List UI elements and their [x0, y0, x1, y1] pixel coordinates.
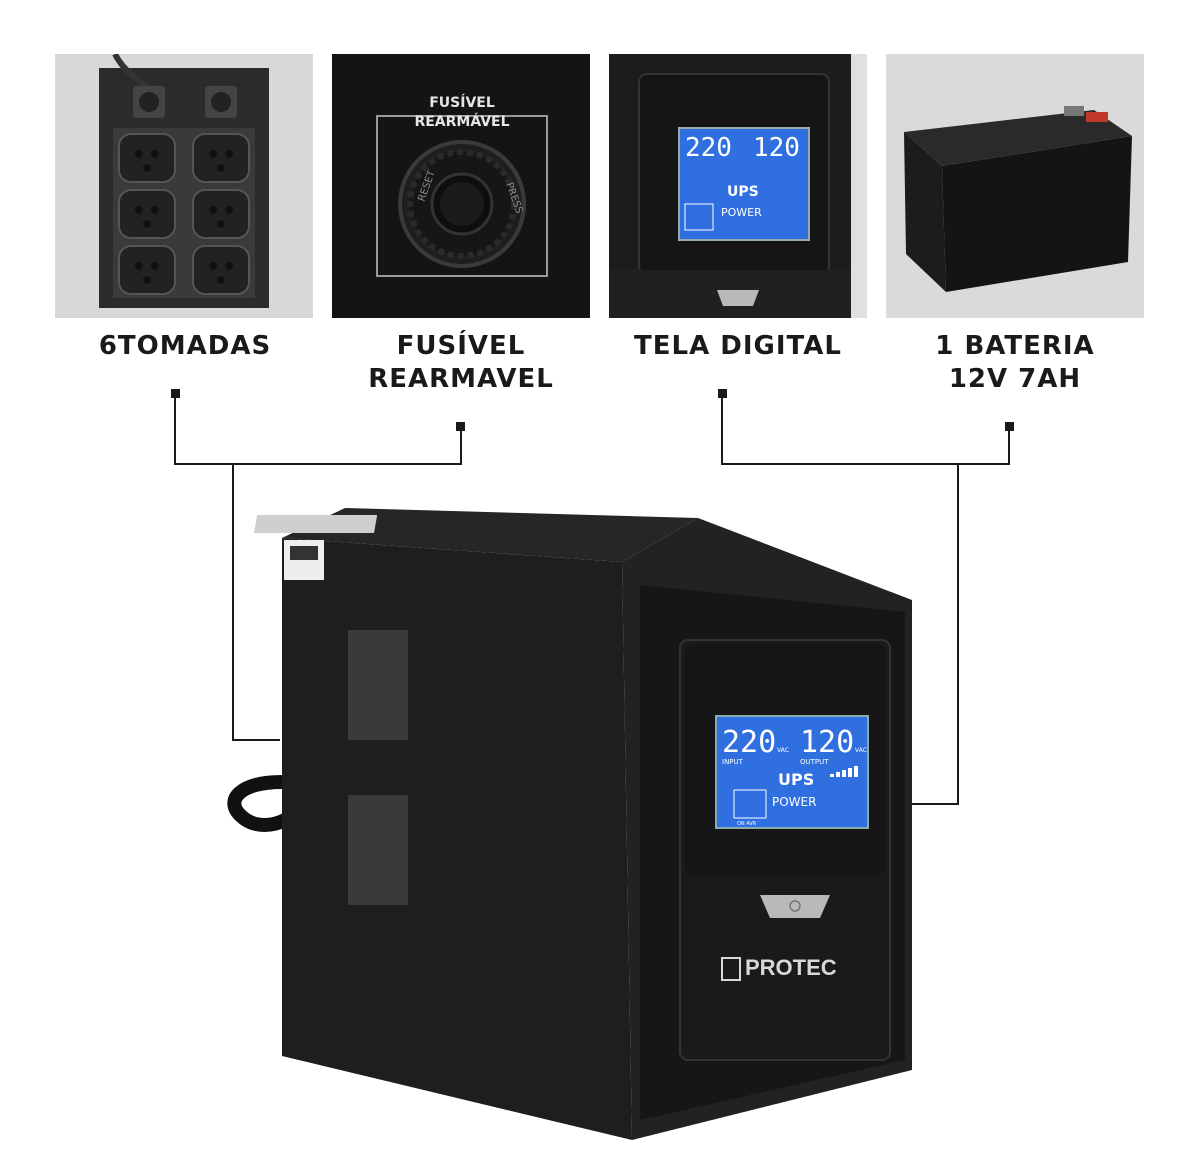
resettable-fuse-icon: FUSÍVEL REARMÁVEL RESET PRESS [332, 54, 590, 318]
thumb-outlets [55, 54, 313, 318]
brand-logo: PROTEC [745, 955, 837, 980]
caption-display: TELA DIGITAL [634, 331, 842, 361]
lcd-output-value: 120 [800, 725, 854, 760]
lcd-load-bars-icon [830, 766, 858, 777]
lcd-mode-line1: UPS [778, 770, 814, 789]
connector-dot-outlets [171, 389, 180, 398]
power-button [760, 895, 830, 918]
lcd-input-unit: VAC [777, 747, 789, 754]
caption-fuse: FUSÍVEL REARMAVEL [368, 331, 554, 394]
fuse-label-line2: REARMÁVEL [414, 113, 509, 130]
power-outlets-panel-icon [55, 54, 313, 318]
lcd-input-value: 220 [722, 725, 776, 760]
thumb-battery [886, 54, 1144, 318]
power-icon [789, 900, 801, 912]
connector-dot-display [718, 389, 727, 398]
lcd-display-icon: 220 120 UPS POWER [609, 54, 867, 318]
lcd-status: ON AVR [737, 821, 757, 827]
lcd-status-box [733, 789, 767, 819]
brand-mark-icon [721, 957, 741, 981]
battery-icon [886, 54, 1144, 318]
caption-battery: 1 BATERIA 12V 7AH [935, 331, 1095, 394]
connector-dot-fuse [456, 422, 465, 431]
fuse-label-line1: FUSÍVEL [429, 94, 495, 111]
thumb-lcd-output-value: 120 [753, 133, 800, 163]
thumb-lcd-mode-line1: UPS [727, 184, 759, 200]
thumb-fuse: FUSÍVEL REARMÁVEL RESET PRESS [332, 54, 590, 318]
thumb-display: 220 120 UPS POWER [609, 54, 867, 318]
lcd-output-label: OUTPUT [800, 758, 829, 766]
caption-outlets: 6TOMADAS [98, 331, 272, 361]
side-vents [348, 630, 408, 905]
lcd-input-label: INPUT [722, 758, 744, 766]
lcd-output-unit: VAC [855, 747, 867, 754]
thumb-lcd-mode-line2: POWER [721, 206, 762, 219]
connector-dot-battery [1005, 422, 1014, 431]
lcd-mode-line2: POWER [772, 795, 816, 809]
thumb-lcd-input-value: 220 [685, 133, 732, 163]
